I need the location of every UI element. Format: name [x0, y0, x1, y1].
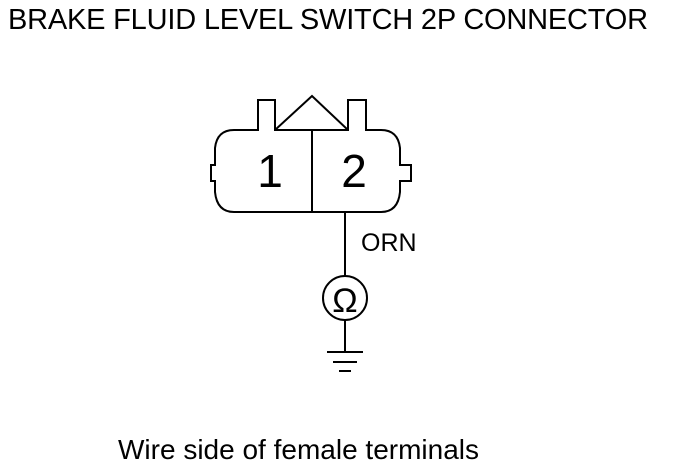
connector-key [274, 94, 349, 131]
diagram-title: BRAKE FLUID LEVEL SWITCH 2P CONNECTOR [8, 4, 648, 36]
connector-housing [210, 99, 412, 213]
terminal-1-label: 1 [257, 145, 283, 197]
ohm-symbol: Ω [332, 282, 357, 320]
caption: Wire side of female terminals [118, 434, 480, 465]
wire-color-label: ORN [361, 229, 417, 257]
ground-icon [327, 351, 363, 372]
terminal-2-label: 2 [341, 145, 367, 197]
